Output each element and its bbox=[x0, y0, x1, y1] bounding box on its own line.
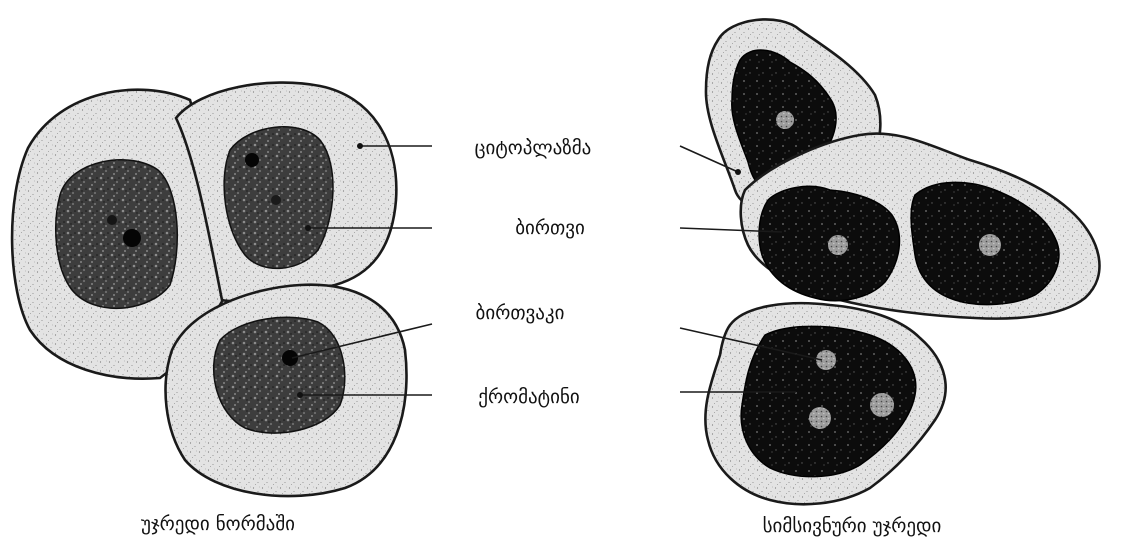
normal-cell-2-nucleolus bbox=[245, 153, 259, 167]
normal-cell-1-nucleus bbox=[56, 160, 178, 309]
cancer-cell-1-nucleolus bbox=[776, 111, 794, 129]
normal-cells-group bbox=[12, 83, 406, 497]
label-cytoplasm: ციტოპლაზმა bbox=[475, 137, 592, 159]
caption-cancer-cell: სიმსივნური უჯრედი bbox=[763, 515, 942, 537]
label-nucleolus: ბირთვაკი bbox=[476, 302, 565, 324]
normal-cell-1-nucleolus bbox=[123, 229, 141, 247]
pointer-nucleus-left-dot bbox=[305, 225, 311, 231]
label-nucleus: ბირთვი bbox=[515, 217, 585, 239]
cancer-cell-2-nucleolus-a bbox=[828, 235, 848, 255]
label-chromatin: ქრომატინი bbox=[478, 386, 579, 408]
labels-group: ციტოპლაზმა ბირთვი ბირთვაკი ქრომატინი bbox=[475, 137, 592, 408]
pointer-chromatin-left-dot bbox=[297, 392, 303, 398]
pointer-cytoplasm-right-dot bbox=[735, 169, 741, 175]
normal-cell-3-nucleus bbox=[214, 317, 345, 433]
normal-cell-2-granule bbox=[271, 195, 281, 205]
pointer-cytoplasm-left-dot bbox=[357, 143, 363, 149]
cancer-cell-2-nucleolus-b bbox=[979, 234, 1001, 256]
normal-cell-3-nucleolus bbox=[282, 350, 298, 366]
cancer-cell-3-nucleolus-c bbox=[809, 407, 831, 429]
cancer-cell-3-nucleolus-b bbox=[870, 393, 894, 417]
caption-normal-cell: უჯრედი ნორმაში bbox=[141, 513, 295, 535]
normal-cell-1-granule bbox=[107, 215, 117, 225]
cancer-cells-group bbox=[705, 19, 1099, 504]
